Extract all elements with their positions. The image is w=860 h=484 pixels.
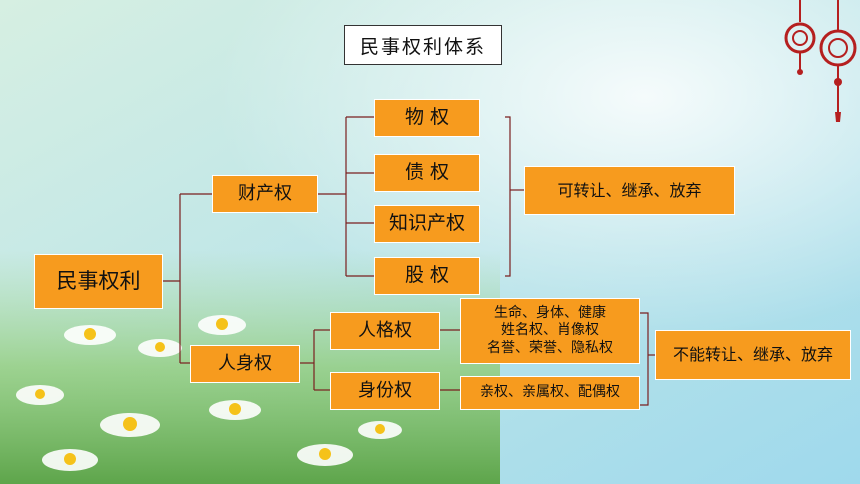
identity-items-box: 亲权、亲属权、配偶权 bbox=[460, 376, 640, 410]
property-note: 可转让、继承、放弃 bbox=[524, 166, 735, 215]
root-node: 民事权利 bbox=[34, 254, 163, 309]
chinese-knot-decoration-icon bbox=[784, 0, 857, 122]
personality-item: 姓名权、肖像权 bbox=[501, 322, 599, 339]
property-child-node: 物 权 bbox=[374, 99, 480, 137]
personality-rights-node: 人格权 bbox=[330, 312, 440, 350]
identity-rights-node: 身份权 bbox=[330, 372, 440, 410]
personality-items-box: 生命、身体、健康 姓名权、肖像权 名誉、荣誉、隐私权 bbox=[460, 298, 640, 364]
personal-note: 不能转让、继承、放弃 bbox=[655, 330, 851, 380]
personal-rights-node: 人身权 bbox=[190, 345, 300, 383]
property-child-node: 知识产权 bbox=[374, 205, 480, 243]
personality-item: 生命、身体、健康 bbox=[494, 304, 606, 321]
diagram-title: 民事权利体系 bbox=[344, 25, 502, 65]
property-child-node: 债 权 bbox=[374, 154, 480, 192]
property-rights-node: 财产权 bbox=[212, 175, 318, 213]
personality-item: 名誉、荣誉、隐私权 bbox=[487, 339, 613, 356]
property-child-node: 股 权 bbox=[374, 257, 480, 295]
